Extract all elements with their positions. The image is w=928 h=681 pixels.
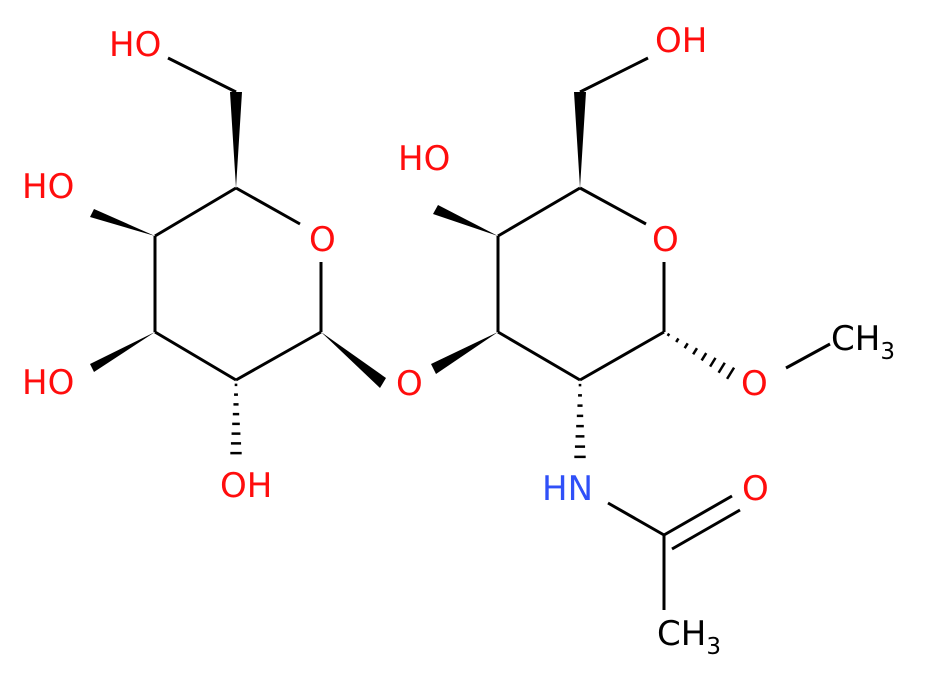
label-o-carbonyl: O [742, 469, 769, 509]
label-oh-left-c2: OH [220, 466, 272, 506]
label-ch3-methoxy: CH3 [831, 319, 895, 365]
wedge-right-c4-oh [433, 205, 498, 236]
atom-labels: HO HO HO OH O O HO OH O O CH3 HN O CH3 [22, 21, 895, 660]
bond-right-c5-ch2 [579, 56, 649, 94]
label-ch3-acetyl-main: CH [657, 614, 706, 654]
bond-right-c3-c2 [497, 330, 581, 382]
label-ho-left-ch2: HO [109, 25, 161, 65]
wedge-bonds [90, 92, 586, 388]
label-ho-right-c4: HO [398, 139, 450, 179]
hash-right-c1-ome-hash-6 [717, 362, 726, 374]
label-o-ring-left: O [309, 220, 336, 260]
bond-left-c3-c2 [154, 330, 237, 382]
bond-carbonyl-o-b [671, 508, 741, 551]
bond-left-c5-ch2 [167, 56, 237, 94]
hash-right-c1-ome-hash-4 [700, 352, 708, 362]
label-ho-left-c3: HO [22, 363, 74, 403]
label-ch3-acetyl: CH3 [657, 614, 721, 660]
wedge-left-c5-ch2 [230, 92, 242, 188]
label-ch3-methoxy-sub: 3 [880, 339, 895, 365]
hash-right-c1-ome-hash-7 [726, 366, 736, 380]
bond-right-c5-oring [579, 186, 647, 226]
wedge-left-c3-oh [90, 332, 155, 372]
bond-carbonyl-o-a [663, 494, 733, 537]
hash-right-c1-ome-hash-2 [683, 342, 689, 349]
label-o-ring-right: O [652, 220, 679, 260]
bond-left-c5-oring [235, 186, 301, 226]
hash-right-c1-ome-hash-3 [692, 347, 699, 355]
wedge-left-c4-oh [90, 209, 155, 236]
wedge-left-c1-oglyc [321, 332, 386, 388]
bond-left-c2-c1 [235, 330, 322, 382]
bond-n-carbonyl [607, 501, 665, 537]
label-oh-right-ch2: OH [655, 21, 707, 61]
label-ch3-methoxy-main: CH [831, 319, 880, 359]
bond-right-c2-c1 [579, 330, 665, 382]
label-nh: HN [542, 469, 593, 509]
wedge-right-c5-ch2 [574, 92, 586, 188]
hash-right-c1-ome-hash-5 [709, 357, 717, 368]
hash-right-c1-ome-hash-1 [675, 337, 680, 343]
label-o-glycosidic: O [396, 364, 423, 404]
wedge-right-c3-oglyc [431, 332, 498, 374]
bond-methoxy-o-ch3 [785, 342, 831, 370]
label-ch3-acetyl-sub: 3 [706, 634, 721, 660]
label-o-methoxy: O [741, 364, 768, 404]
hash-right-c1-ome-hash-0 [666, 332, 671, 337]
bond-right-c5-c4 [497, 186, 581, 238]
label-ho-left-c4: HO [22, 167, 74, 207]
hashed-bonds [230, 332, 736, 459]
bond-lines [153, 56, 831, 610]
bond-left-c5-c4 [154, 186, 237, 238]
